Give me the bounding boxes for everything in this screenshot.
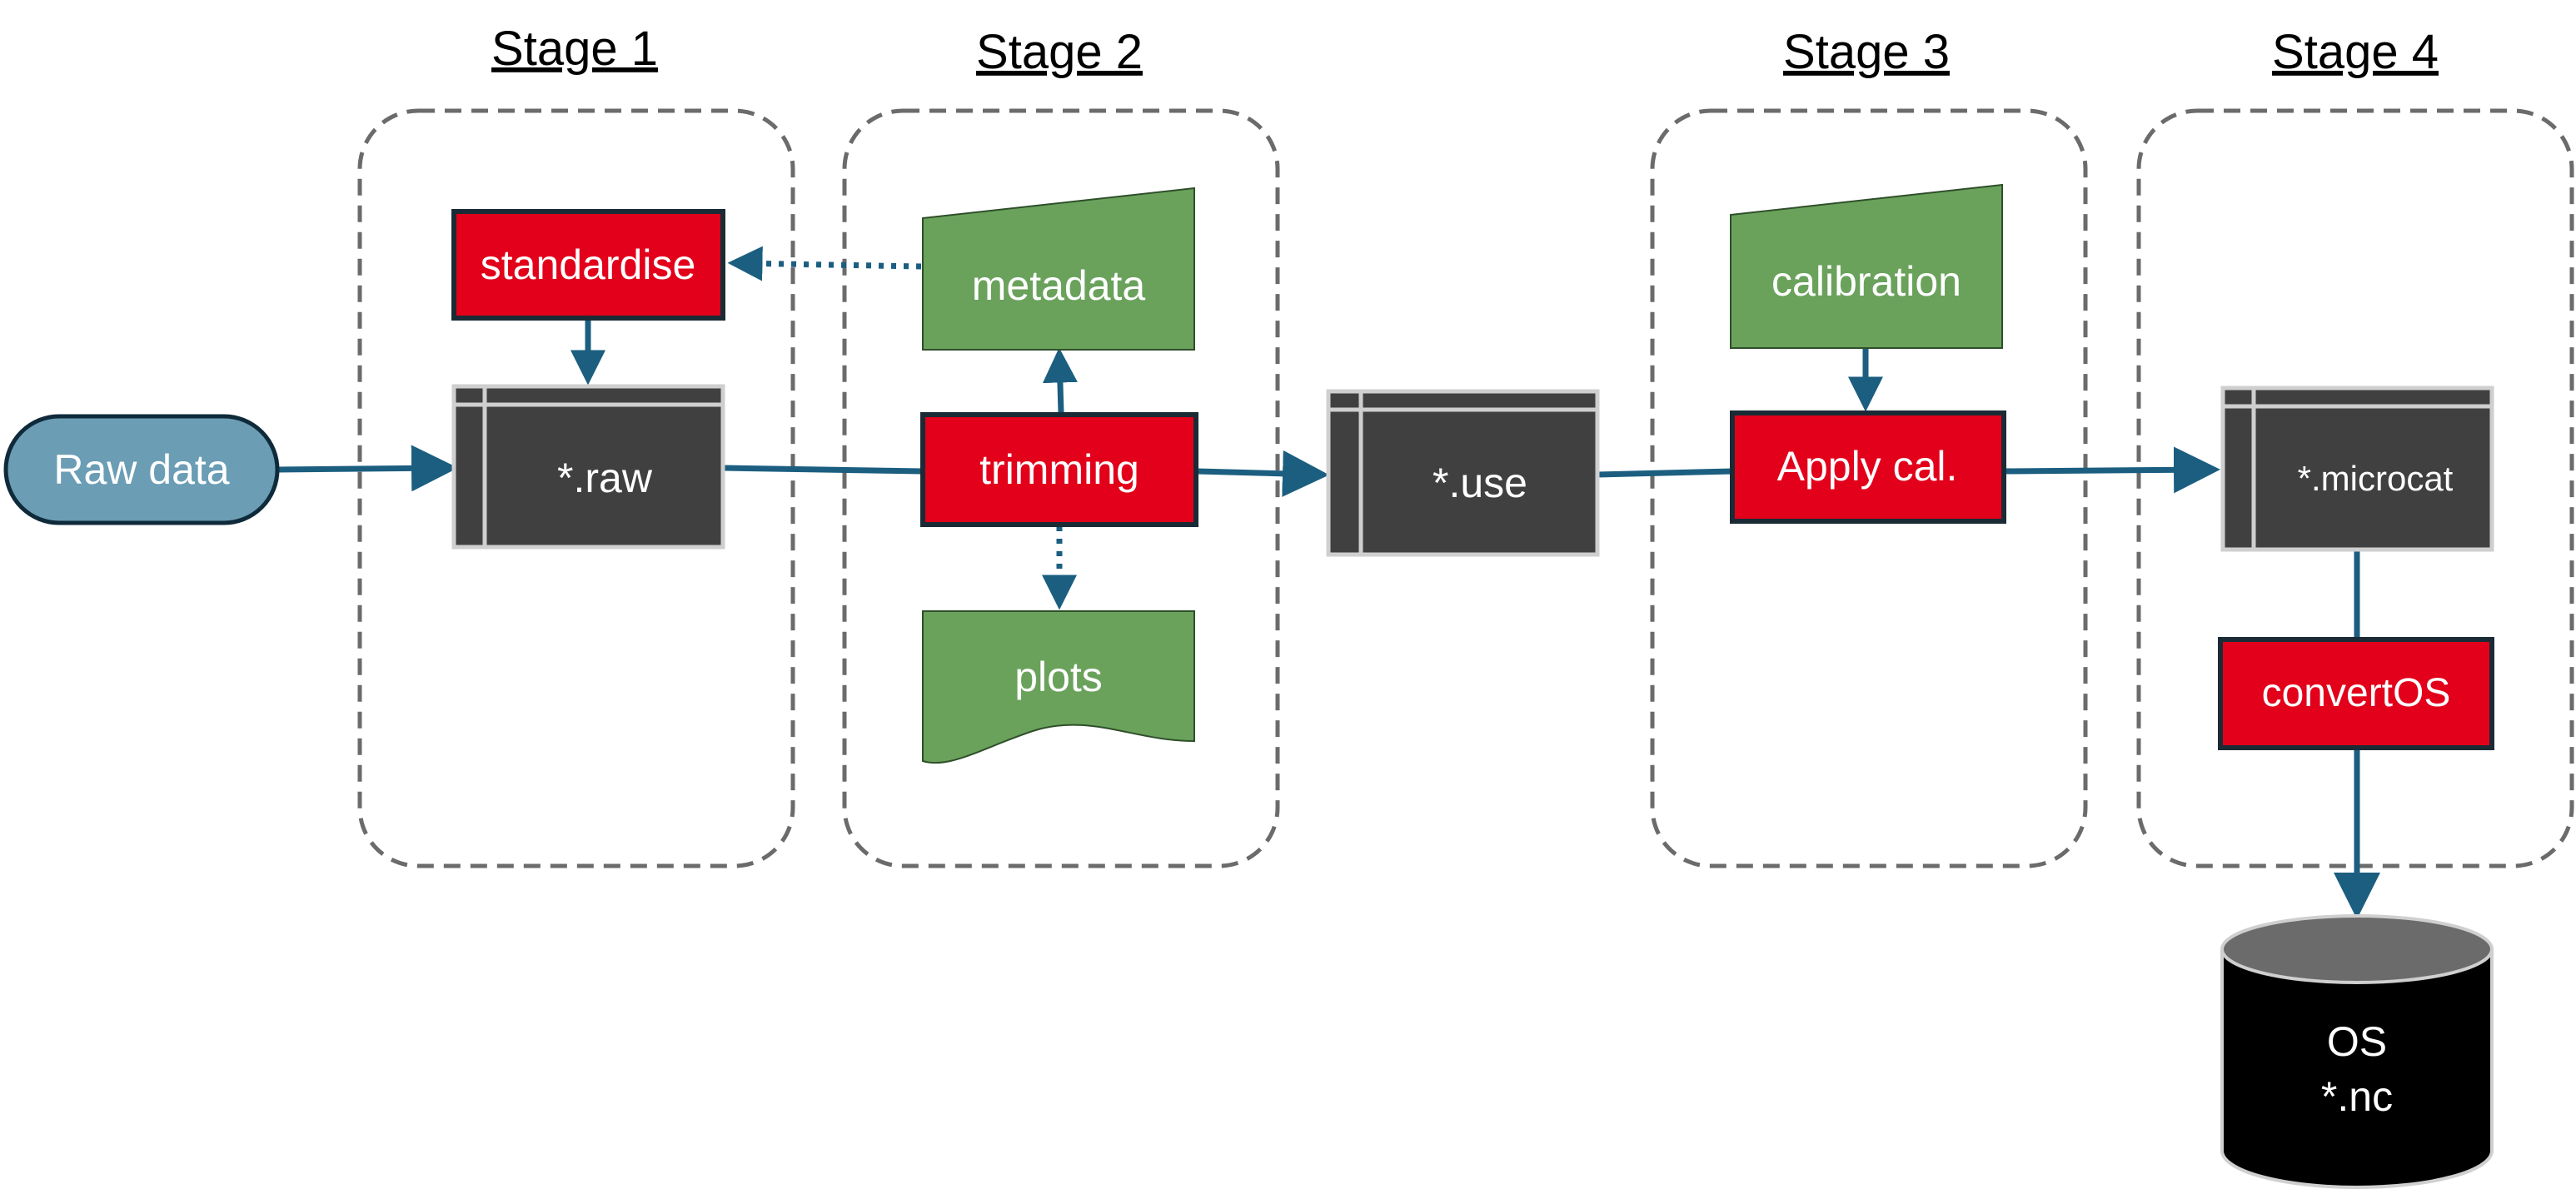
plots-label: plots xyxy=(1014,654,1103,700)
stage-3-container xyxy=(1650,108,2088,868)
edge-rawdata-to-raw xyxy=(277,445,458,492)
standardise-label: standardise xyxy=(481,241,696,288)
metadata-node xyxy=(922,187,1195,351)
trimming-node xyxy=(920,412,1198,527)
convertos-node xyxy=(2218,637,2494,750)
calibration-label: calibration xyxy=(1771,258,1961,305)
apply-cal-label: Apply cal. xyxy=(1777,443,1958,490)
edge-applycal-to-microcat xyxy=(2003,446,2220,494)
standardise-node xyxy=(451,209,725,321)
microcat-file-label: *.microcat xyxy=(2298,459,2454,498)
raw-file-label: *.raw xyxy=(557,455,653,501)
raw-file-node xyxy=(451,384,725,550)
stage-2-title: Stage 2 xyxy=(976,25,1143,79)
use-file-node xyxy=(1326,389,1600,557)
raw-data-label: Raw data xyxy=(53,446,229,493)
os-database-label-line2: *.nc xyxy=(2321,1073,2393,1120)
calibration-node xyxy=(1730,183,2003,349)
stage-2-container xyxy=(842,108,1280,868)
stage-4-title: Stage 4 xyxy=(2272,25,2439,79)
os-database-node xyxy=(2220,914,2494,1189)
apply-cal-node xyxy=(1730,410,2006,524)
stage-1-container xyxy=(357,108,795,868)
convertos-label: convertOS xyxy=(2262,671,2451,715)
edge-use-to-applycal xyxy=(1597,468,1733,478)
use-file-label: *.use xyxy=(1432,460,1527,506)
os-database-label-line1: OS xyxy=(2327,1018,2387,1065)
edge-metadata-to-standardise xyxy=(727,246,922,281)
edge-raw-to-trimming xyxy=(724,465,924,475)
edge-trimming-to-use xyxy=(1197,450,1329,497)
microcat-file-node xyxy=(2220,386,2494,552)
stage-1-title: Stage 1 xyxy=(491,22,658,76)
trimming-label: trimming xyxy=(979,446,1139,493)
raw-data-node xyxy=(3,414,280,525)
stage-3-title: Stage 3 xyxy=(1783,25,1950,79)
stage-4-container xyxy=(2136,108,2574,868)
metadata-label: metadata xyxy=(972,262,1146,309)
edge-trimming-to-metadata xyxy=(1042,347,1078,414)
plots-node xyxy=(922,610,1195,764)
